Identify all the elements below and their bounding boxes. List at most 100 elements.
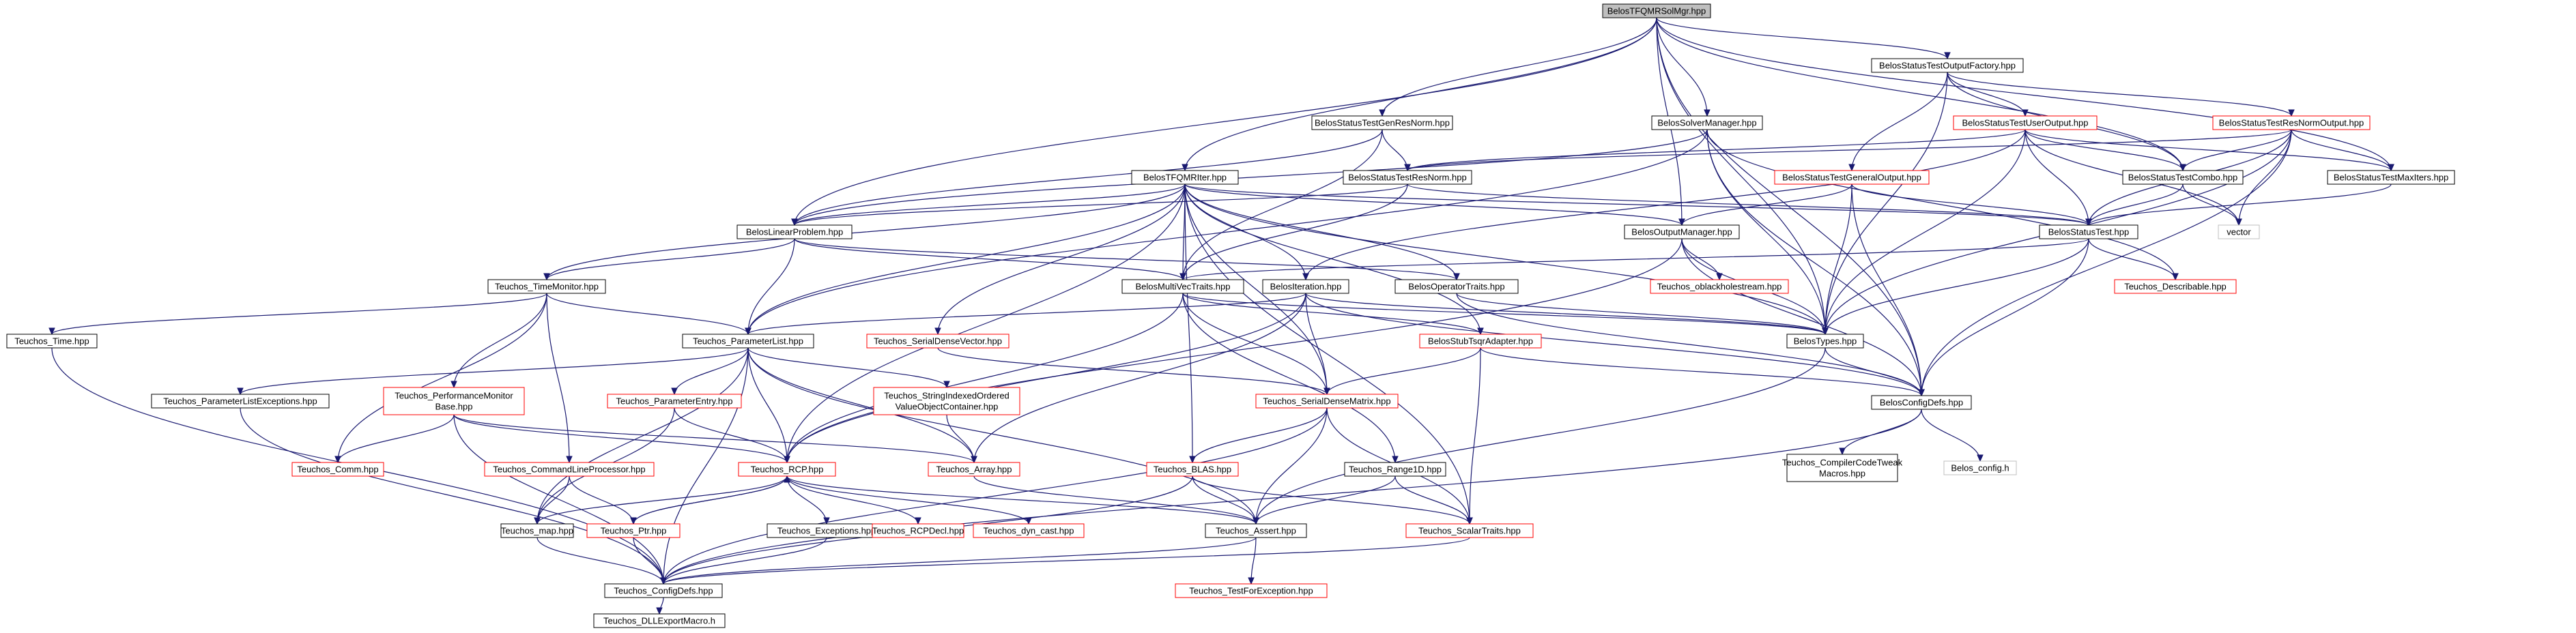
node-belostypes[interactable]: BelosTypes.hpp [1786, 334, 1864, 349]
node-plexceptions[interactable]: Teuchos_ParameterListExceptions.hpp [151, 394, 330, 409]
node-dllexport[interactable]: Teuchos_DLLExportMacro.h [593, 613, 726, 628]
edge-timemon-to-cmdline [546, 293, 573, 464]
node-outmgr[interactable]: BelosOutputManager.hpp [1624, 224, 1740, 239]
edge-paramlist-to-rcp [747, 347, 790, 464]
edge-genoutput-to-configdefs [1851, 183, 1925, 397]
node-box [2122, 170, 2244, 185]
node-genoutput[interactable]: BelosStatusTestGeneralOutput.hpp [1774, 170, 1930, 185]
node-ptr[interactable]: Teuchos_Ptr.hpp [586, 523, 681, 538]
node-box [484, 462, 655, 477]
node-array[interactable]: Teuchos_Array.hpp [928, 462, 1020, 477]
edge-solvermgr-to-linprob [791, 129, 1708, 226]
node-box [1131, 170, 1239, 185]
node-paramlist[interactable]: Teuchos_ParameterList.hpp [682, 334, 814, 349]
node-maxiters[interactable]: BelosStatusTestMaxIters.hpp [2327, 170, 2455, 185]
node-time[interactable]: Teuchos_Time.hpp [6, 334, 98, 349]
node-stest[interactable]: BelosStatusTest.hpp [2039, 224, 2138, 239]
node-linprob[interactable]: BelosLinearProblem.hpp [736, 224, 853, 239]
edge-configdefs-to-compilercode [1839, 409, 1922, 456]
node-comm[interactable]: Teuchos_Comm.hpp [291, 462, 384, 477]
edge-paramentry-to-rcp [674, 407, 790, 464]
edge-rcp-to-exceptions [786, 475, 830, 525]
edge-rcp-to-map [534, 475, 788, 525]
node-blas[interactable]: Teuchos_BLAS.hpp [1146, 462, 1239, 477]
node-optraits[interactable]: BelosOperatorTraits.hpp [1394, 279, 1519, 294]
node-box [1650, 279, 1789, 294]
node-scalartraits[interactable]: Teuchos_ScalarTraits.hpp [1405, 523, 1534, 538]
edge-rcp-to-dyncast [786, 475, 1032, 525]
edge-useroutput-to-resnorm [1404, 129, 2026, 172]
node-resnormout[interactable]: BelosStatusTestResNormOutput.hpp [2212, 115, 2371, 130]
node-paramentry[interactable]: Teuchos_ParameterEntry.hpp [607, 394, 742, 409]
node-oblackhole[interactable]: Teuchos_oblackholestream.hpp [1650, 279, 1789, 294]
node-cmdline[interactable]: Teuchos_CommandLineProcessor.hpp [484, 462, 655, 477]
node-map[interactable]: Teuchos_map.hpp [500, 523, 574, 538]
node-iteration[interactable]: BelosIteration.hpp [1262, 279, 1349, 294]
node-assert[interactable]: Teuchos_Assert.hpp [1205, 523, 1307, 538]
node-box [1205, 523, 1307, 538]
node-box [736, 224, 853, 239]
node-label: BelosOperatorTraits.hpp [1408, 282, 1504, 292]
node-belosconfigh[interactable]: Belos_config.h [1943, 460, 2017, 475]
node-box [873, 387, 1020, 415]
node-stubtsqr[interactable]: BelosStubTsqrAdapter.hpp [1419, 334, 1542, 349]
node-box [607, 394, 742, 409]
node-label: BelosLinearProblem.hpp [746, 227, 843, 237]
node-box [1602, 3, 1711, 18]
node-configdefs[interactable]: BelosConfigDefs.hpp [1871, 395, 1972, 410]
edge-map-to-tconfigdefs [536, 537, 667, 585]
node-box [604, 583, 723, 598]
node-label: Macros.hpp [1819, 469, 1865, 479]
node-resnorm[interactable]: BelosStatusTestResNorm.hpp [1343, 170, 1472, 185]
edge-resnormout-to-configdefs [1918, 129, 2292, 397]
node-timemon[interactable]: Teuchos_TimeMonitor.hpp [487, 279, 606, 294]
node-box [151, 394, 330, 409]
node-range1d[interactable]: Teuchos_Range1D.hpp [1344, 462, 1446, 477]
node-rcpdecl[interactable]: Teuchos_RCPDecl.hpp [872, 523, 964, 538]
node-label: Teuchos_StringIndexedOrdered [884, 391, 1010, 401]
node-dyncast[interactable]: Teuchos_dyn_cast.hpp [973, 523, 1085, 538]
edge-stubtsqr-to-scalartraits [1466, 347, 1481, 525]
node-label: Teuchos_Range1D.hpp [1349, 465, 1442, 475]
node-box [1786, 454, 1898, 482]
node-label: BelosStatusTest.hpp [2048, 227, 2130, 237]
node-box [383, 387, 525, 415]
node-label: Teuchos_SerialDenseVector.hpp [874, 336, 1002, 347]
node-tfqmriter[interactable]: BelosTFQMRIter.hpp [1131, 170, 1239, 185]
node-stringindexed[interactable]: Teuchos_StringIndexedOrderedValueObjectC… [873, 387, 1020, 415]
node-multivec[interactable]: BelosMultiVecTraits.hpp [1121, 279, 1244, 294]
node-stofac[interactable]: BelosStatusTestOutputFactory.hpp [1871, 58, 2024, 73]
node-tconfigdefs[interactable]: Teuchos_ConfigDefs.hpp [604, 583, 723, 598]
node-sdmatrix[interactable]: Teuchos_SerialDenseMatrix.hpp [1255, 394, 1399, 409]
node-rcp[interactable]: Teuchos_RCP.hpp [738, 462, 836, 477]
edge-root-to-genres [1379, 17, 1657, 117]
node-exceptions[interactable]: Teuchos_Exceptions.hpp [767, 523, 887, 538]
node-root[interactable]: BelosTFQMRSolMgr.hpp [1602, 3, 1711, 18]
edge-perfmon-to-array [453, 414, 977, 464]
edge-resnormout-to-maxiters [2291, 129, 2394, 172]
edge-stofac-to-genoutput [1848, 72, 1948, 172]
edge-timemon-to-paramlist [546, 293, 752, 336]
node-label: BelosStatusTestMaxIters.hpp [2334, 173, 2448, 183]
node-solvermgr[interactable]: BelosSolverManager.hpp [1651, 115, 1763, 130]
node-label: Teuchos_BLAS.hpp [1154, 465, 1231, 475]
node-sdvector[interactable]: Teuchos_SerialDenseVector.hpp [866, 334, 1010, 349]
edge-stringindexed-to-array [946, 414, 977, 464]
node-genres[interactable]: BelosStatusTestGenResNorm.hpp [1311, 115, 1453, 130]
node-combo[interactable]: BelosStatusTestCombo.hpp [2122, 170, 2244, 185]
node-label: BelosStubTsqrAdapter.hpp [1428, 336, 1533, 347]
node-useroutput[interactable]: BelosStatusTestUserOutput.hpp [1953, 115, 2098, 130]
node-vector[interactable]: vector [2218, 224, 2260, 239]
node-box [593, 613, 726, 628]
node-label: Teuchos_Assert.hpp [1216, 526, 1296, 536]
node-describable[interactable]: Teuchos_Describable.hpp [2114, 279, 2237, 294]
node-testforexc[interactable]: Teuchos_TestForException.hpp [1175, 583, 1328, 598]
node-label: Teuchos_Describable.hpp [2124, 282, 2227, 292]
node-label: Teuchos_ScalarTraits.hpp [1418, 526, 1521, 536]
node-box [1146, 462, 1239, 477]
node-box [1175, 583, 1328, 598]
node-box [973, 523, 1085, 538]
edge-linprob-to-optraits [794, 238, 1460, 281]
